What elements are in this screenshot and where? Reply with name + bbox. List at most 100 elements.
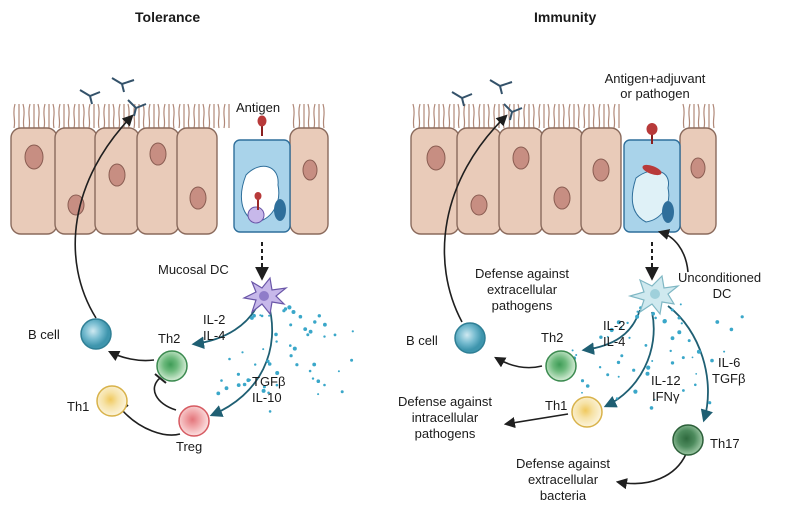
cytokine-dot [740,315,744,319]
cytokine-dot [283,307,288,311]
cytokine-dot [670,308,674,312]
microvillus [472,103,475,129]
microvillus [187,103,190,129]
microvillus [607,103,610,129]
microvillus [97,103,100,129]
cytokine-dot [261,388,266,393]
cytokine-dot [599,335,603,339]
microvillus [22,103,25,129]
microvillus [577,103,580,129]
th1-cell-left [96,385,128,417]
microvillus [523,103,526,129]
cytokine-dot [679,303,682,306]
antibody-icons-left [79,77,147,117]
cytokine-dot [729,327,734,332]
microvillus [562,103,565,129]
cytokine-dot [628,336,631,339]
b-cell-to-lumen-arrow [74,114,134,319]
cytokine-dot [687,339,691,343]
th2-to-b-cell-arrow-right [494,356,543,369]
cytokine-dot [616,320,621,325]
microvilli-left [13,103,325,129]
cytokine-dot [291,310,296,314]
ifng-label-right: IFNγ [652,389,680,404]
cytokine-dot [262,348,265,351]
cytokine-dot [620,326,623,329]
il2-label-left: IL-2 [203,312,226,327]
antigen-label: Antigen [236,100,281,115]
microvillus [433,103,436,129]
microvillus [412,103,415,129]
cytokine-dots-right [571,303,744,410]
cytokine-dot [646,365,651,370]
cytokine-dot [220,379,223,382]
cytokine-dot [681,356,685,360]
treg-cell-left [178,405,210,437]
antigen-icon [257,115,267,136]
microvillus [163,103,166,129]
cytokine-dot [250,316,254,320]
microvillus [487,103,490,129]
cytokine-dot [615,397,619,400]
cytokine-dot [575,354,578,356]
cytokine-dot [311,377,315,380]
cytokine-dot [670,336,675,341]
b-cell-to-lumen-arrow-right [443,114,508,323]
b-cell-left [80,318,112,350]
cytokine-dot [312,362,317,367]
immunity-title: Immunity [534,9,597,25]
b-cell-label-right: B cell [406,333,438,348]
microvillus [112,103,115,129]
cytokine-dot [317,314,321,318]
microvillus [448,103,451,129]
cytokine-dot [694,383,697,387]
cytokine-dot [313,320,317,324]
cytokine-dot [636,310,639,313]
cytokine-dot [606,335,609,338]
microvillus [217,103,220,129]
cytokine-dot [670,361,675,365]
cytokine-dot [246,378,251,383]
cytokine-dot [241,351,244,354]
cytokine-dot [275,340,278,343]
defense-intracellular-line2: intracellular [411,410,479,425]
microvillus [613,103,616,129]
cytokine-dot [632,368,636,372]
cytokine-dot [598,366,602,369]
tgfb-label-right: TGFβ [712,371,746,386]
il4-label-right: IL-4 [603,334,626,349]
cytokine-dot [644,344,648,347]
cytokine-dot [651,311,655,316]
microvillus [292,103,295,129]
cytokine-dot [723,350,726,353]
th17-label-right: Th17 [710,436,740,451]
microvillus [118,103,121,129]
th2-cell-right [545,350,577,382]
cytokine-dot [252,313,256,318]
cytokine-dot [323,335,326,338]
b-cell-right [454,322,486,354]
cytokine-dot [224,386,229,391]
il12-label-right: IL-12 [651,373,681,388]
microvillus [172,103,175,129]
microvillus [547,103,550,129]
cytokine-dot [259,314,262,317]
unconditioned-dc-label-line1: Unconditioned [678,270,762,285]
microvillus [322,103,325,129]
cytokine-dot [677,330,682,335]
tolerance-title: Tolerance [135,9,201,25]
cytokine-dot [580,379,585,383]
cytokine-dot [323,383,326,387]
microvillus [583,103,586,129]
cytokine-dot [337,370,340,373]
th1-to-defense-arrow [503,413,569,429]
defense-bacteria-line2: extracellular [527,472,599,487]
cytokine-dot [633,389,638,394]
microvillus [157,103,160,129]
cytokine-dot [581,391,583,394]
cytokine-dot [651,360,654,362]
microvillus [223,103,226,129]
cytokine-dot [242,382,247,387]
pathogen-icon [646,123,658,144]
